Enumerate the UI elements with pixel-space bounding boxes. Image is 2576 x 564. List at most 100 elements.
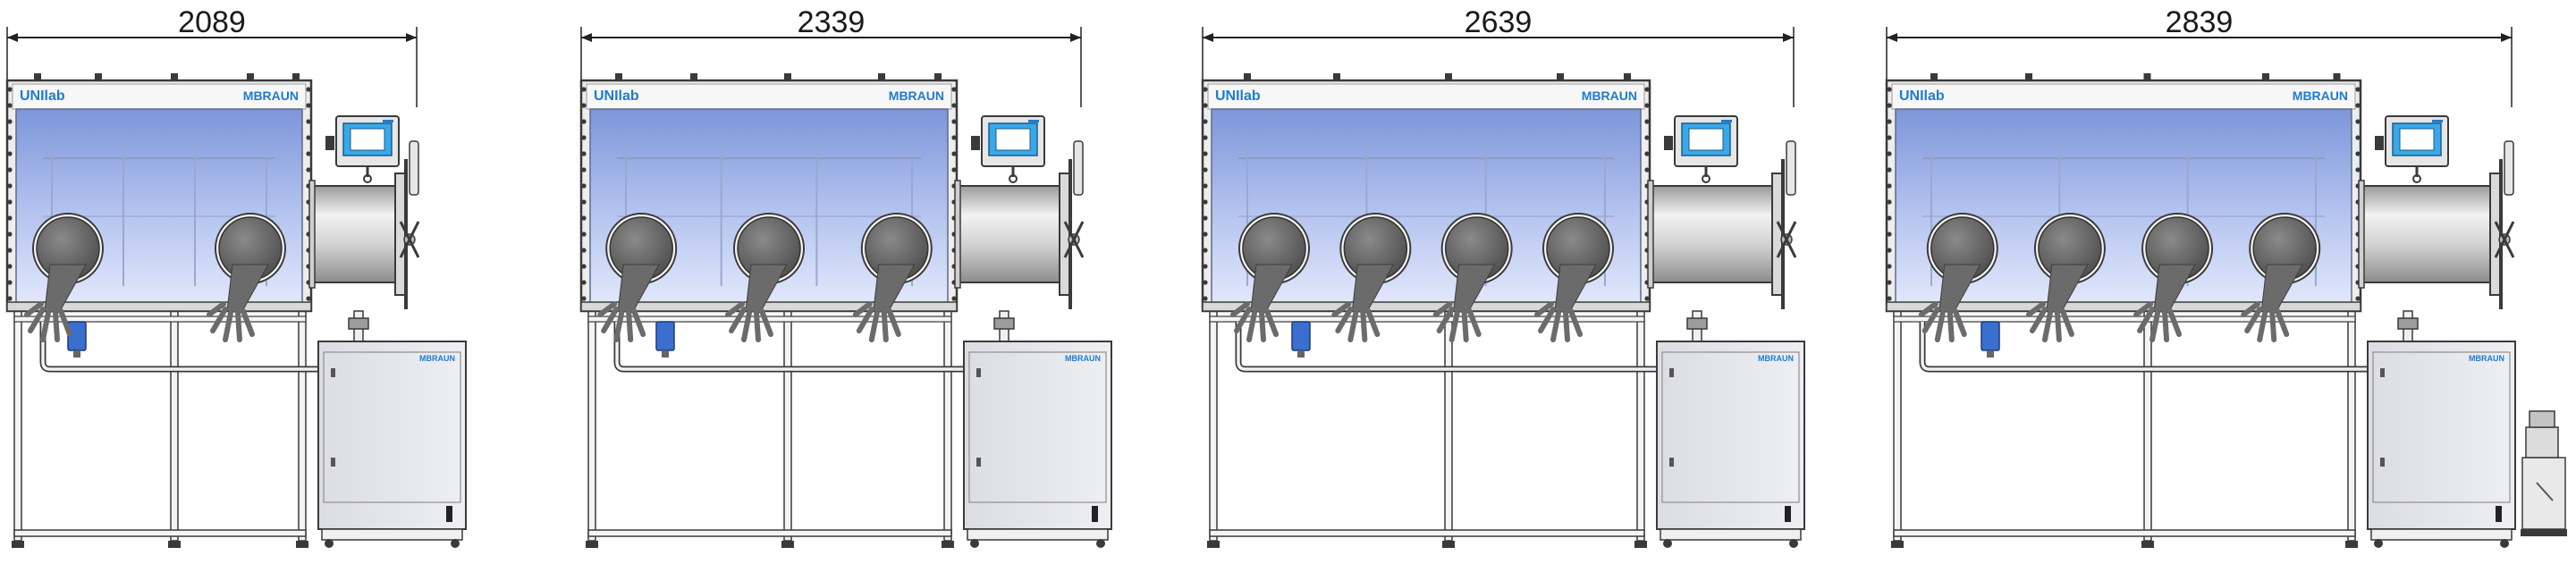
edge-bolt <box>951 87 957 92</box>
door-hinge <box>1786 140 1796 196</box>
top-hook <box>878 73 885 80</box>
door-handle-icon[interactable] <box>1063 221 1085 258</box>
panel-arm <box>2375 136 2384 150</box>
edge-bolt <box>581 119 587 124</box>
leg-foot <box>2345 541 2358 548</box>
edge-bolt <box>581 135 587 140</box>
purifier-cabinet <box>963 341 1112 530</box>
leg-foot <box>1634 541 1647 548</box>
screen-content <box>2399 128 2435 151</box>
edge-bolt <box>951 103 957 108</box>
panel-pivot <box>1702 174 1710 183</box>
cabinet-door <box>968 351 1107 503</box>
edge-bolt <box>2355 296 2361 301</box>
caster-wheel <box>2500 539 2509 548</box>
edge-bolt <box>1887 119 1892 124</box>
leg-foot <box>168 541 181 548</box>
door-handle-icon[interactable] <box>399 221 420 258</box>
door-hinge <box>1073 140 1084 196</box>
frame-leg <box>1209 310 1218 542</box>
edge-bolt <box>1887 135 1892 140</box>
leg-foot <box>1442 541 1455 548</box>
edge-bolt <box>2355 135 2361 140</box>
cabinet-lock <box>976 458 981 467</box>
top-panel <box>586 83 952 110</box>
gas-pipe-inner <box>41 322 336 371</box>
edge-bolt <box>306 87 311 92</box>
caster-wheel <box>451 539 460 548</box>
brand-logo-right: MBRAUN <box>243 88 299 103</box>
box-base <box>580 301 958 312</box>
frame-leg <box>2347 310 2356 542</box>
leg-foot <box>586 541 598 548</box>
cabinet-brand-logo: MBRAUN <box>419 354 455 363</box>
screen-content <box>1688 128 1724 151</box>
cabinet-brand-logo: MBRAUN <box>1758 354 1794 363</box>
frame-leg <box>1444 310 1453 542</box>
edge-bolt <box>1644 135 1650 140</box>
leg-foot <box>296 541 308 548</box>
edge-bolt <box>7 280 13 285</box>
antechamber-cylinder <box>1651 185 1773 283</box>
box-base <box>1886 301 2361 312</box>
caster-wheel <box>1789 539 1798 548</box>
leg-foot <box>1891 541 1904 548</box>
edge-bolt <box>7 119 13 124</box>
vacuum-pump-head <box>2525 426 2559 459</box>
edge-bolt <box>1203 119 1208 124</box>
door-handle-icon[interactable] <box>1776 221 1797 258</box>
edge-bolt <box>7 151 13 156</box>
arrow-left-icon <box>1203 33 1213 42</box>
edge-bolt <box>951 135 957 140</box>
antechamber-flange-inner <box>954 180 961 289</box>
sensor-fitting <box>662 350 669 358</box>
edge-bolt <box>1203 183 1208 189</box>
arrow-left-icon <box>7 33 18 42</box>
gas-pipe-inner <box>1237 322 1675 371</box>
frame-top-rail <box>1893 316 2356 323</box>
sensor-fitting <box>73 350 80 358</box>
frame-bottom-rail <box>1893 529 2356 537</box>
panel-pivot <box>363 174 372 183</box>
cabinet-lock <box>331 458 335 467</box>
top-hook <box>934 73 942 80</box>
antechamber-cylinder <box>2361 185 2491 283</box>
arrow-right-icon <box>406 33 417 42</box>
glove-fingers <box>1432 301 1482 342</box>
width-dimension-label: 2089 <box>178 5 246 39</box>
edge-bolt <box>1887 215 1892 221</box>
edge-bolt <box>1644 167 1650 173</box>
screen-content <box>995 128 1031 151</box>
panel-arm <box>1664 136 1673 150</box>
sensor-box <box>655 321 675 351</box>
edge-bolt <box>1203 231 1208 237</box>
cabinet-door <box>2372 351 2511 503</box>
edge-bolt <box>306 167 311 173</box>
arrow-left-icon <box>1887 33 1897 42</box>
arrow-right-icon <box>1783 33 1794 42</box>
edge-bolt <box>581 280 587 285</box>
cabinet-lock <box>2380 368 2385 377</box>
door-hinge <box>2504 140 2514 196</box>
leg-foot <box>2141 541 2154 548</box>
glove-fingers <box>597 301 646 342</box>
edge-bolt <box>1203 135 1208 140</box>
frame-leg <box>587 310 596 542</box>
sensor-box <box>1981 321 2000 351</box>
cabinet-brand-logo: MBRAUN <box>1065 354 1101 363</box>
sensor-fitting <box>1987 350 1994 358</box>
edge-bolt <box>7 167 13 173</box>
panel-logo-strip <box>1721 120 1732 122</box>
purifier-cabinet <box>2367 341 2516 530</box>
cabinet-lock <box>2380 458 2385 467</box>
frame-top-rail <box>1209 316 1645 323</box>
edge-bolt <box>1644 87 1650 92</box>
edge-bolt <box>1203 215 1208 221</box>
frame-bottom-rail <box>587 529 952 537</box>
top-hook <box>615 73 622 80</box>
top-panel <box>12 83 307 110</box>
door-handle-icon[interactable] <box>2494 221 2515 258</box>
